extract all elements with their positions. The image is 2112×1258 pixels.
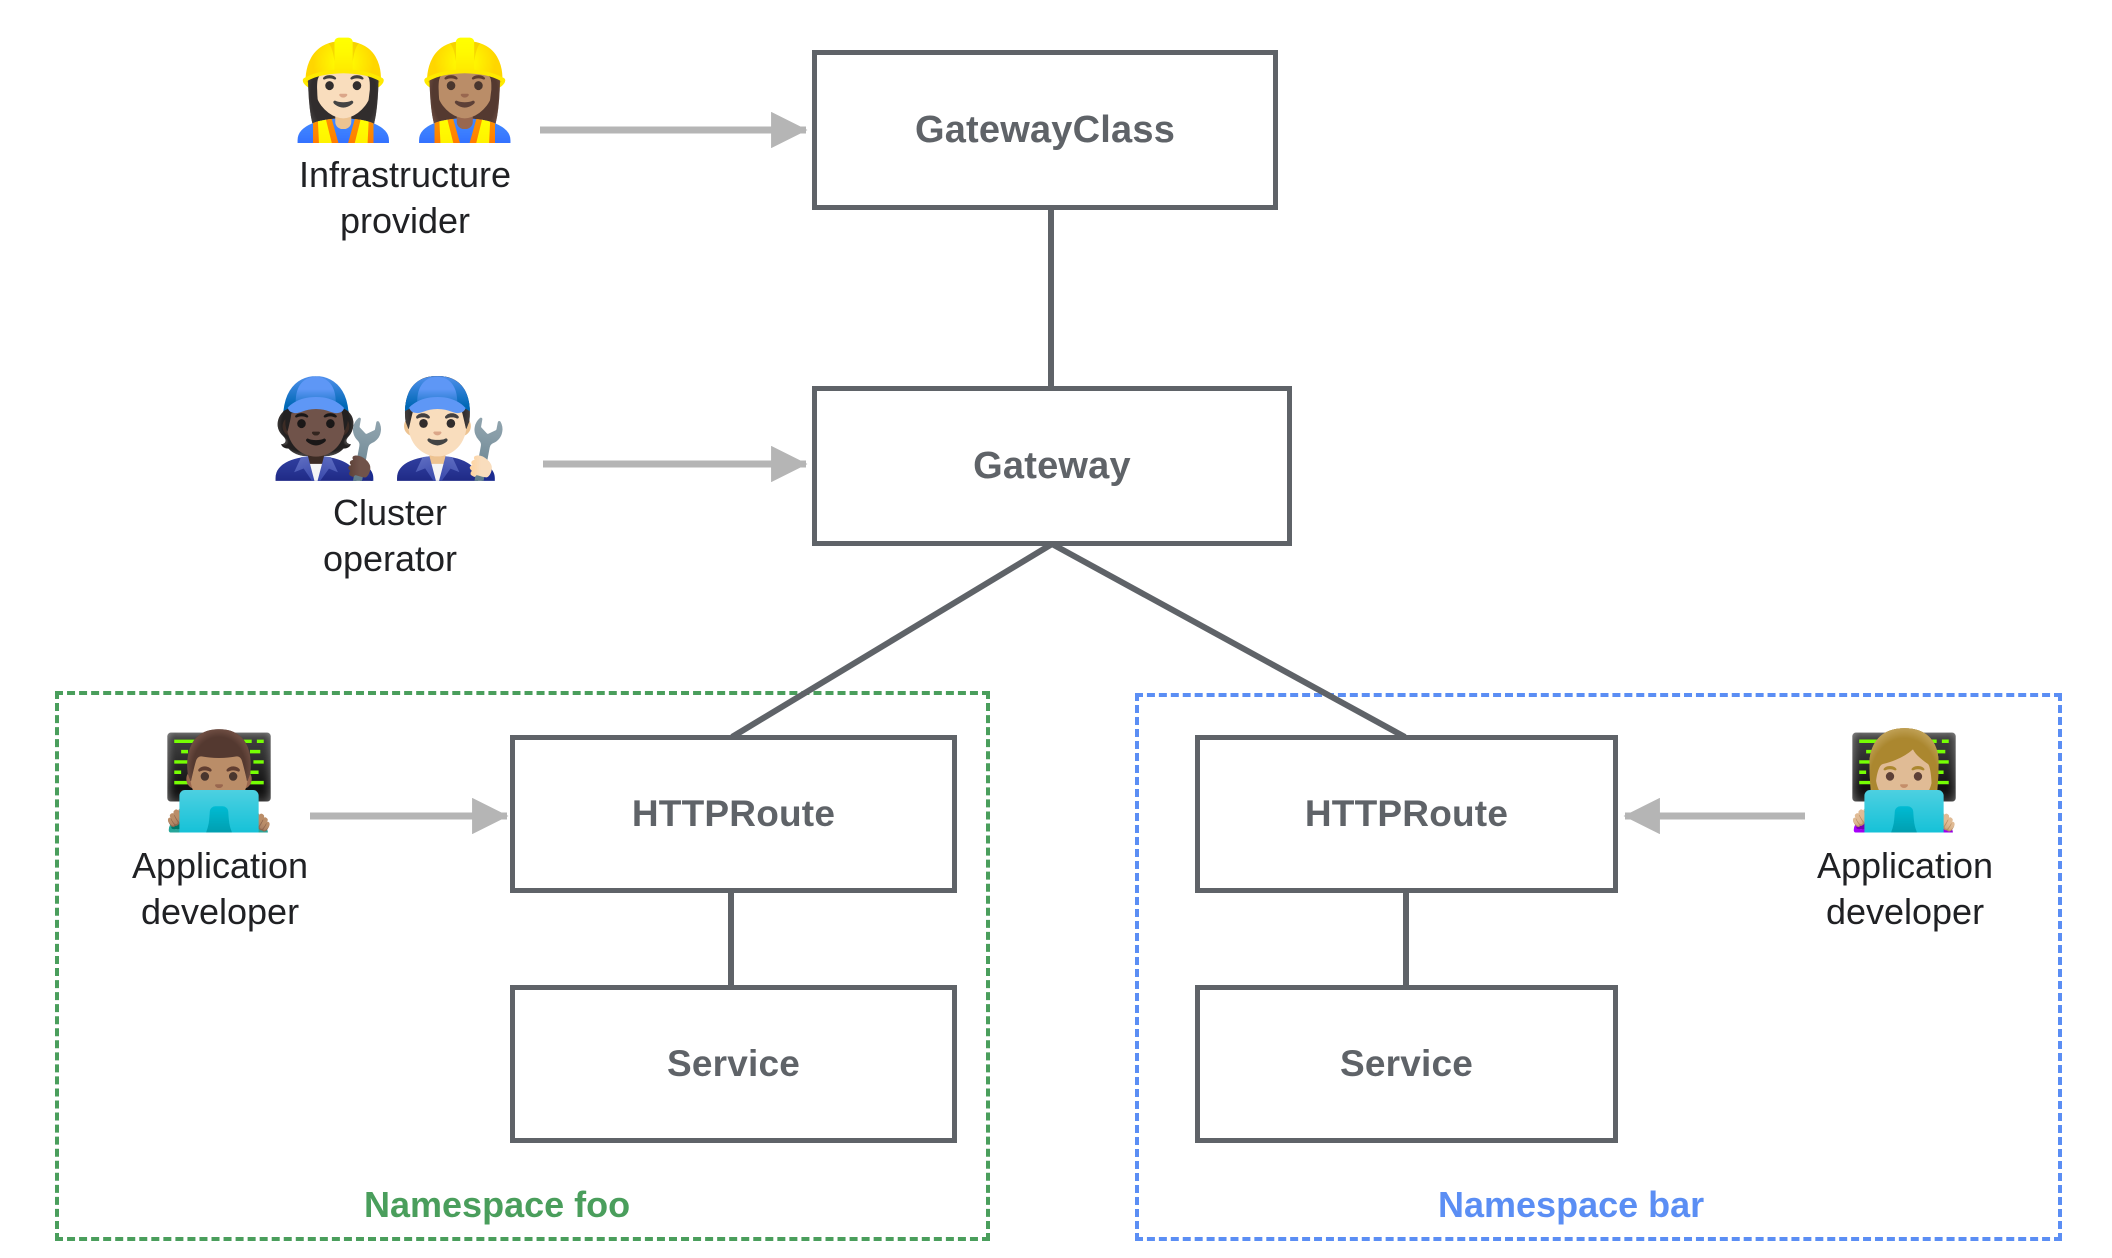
namespace-bar-frame [1135,693,2062,1241]
persona-app-developer-bar-label: Application developer [1816,845,1994,933]
namespace-bar-label: Namespace bar [1438,1184,1705,1225]
persona-infrastructure-provider-label: Infrastructure provider [298,154,512,242]
mechanic-icon: 🧑🏿‍🔧👨🏻‍🔧 [268,372,512,484]
construction-worker-icon: 👷🏻‍♀️👷🏽‍♀️ [283,34,527,146]
persona-app-developer-foo-label: Application developer [131,845,309,933]
man-technologist-icon: 👨🏽‍💻 [160,727,280,836]
node-gateway[interactable]: Gateway [812,386,1292,546]
node-httproute-bar[interactable]: HTTPRoute [1195,735,1618,893]
persona-infrastructure-provider: 👷🏻‍♀️👷🏽‍♀️ Infrastructure provider [280,42,530,244]
persona-app-developer-foo: 👨🏽‍💻 Application developer [105,735,335,935]
node-gatewayclass-label: GatewayClass [914,108,1176,151]
persona-app-developer-bar: 👩🏼‍💻 Application developer [1790,735,2020,935]
node-service-bar[interactable]: Service [1195,985,1618,1143]
namespace-foo-label: Namespace foo [364,1184,631,1225]
node-service-foo[interactable]: Service [510,985,957,1143]
persona-cluster-operator-label: Cluster operator [322,492,458,580]
persona-cluster-operator: 🧑🏿‍🔧👨🏻‍🔧 Cluster operator [265,380,515,582]
node-httproute-foo-label: HTTPRoute [631,793,836,834]
woman-technologist-icon: 👩🏼‍💻 [1845,727,1965,836]
namespace-foo-frame [55,691,990,1241]
node-service-foo-label: Service [666,1043,801,1084]
node-httproute-foo[interactable]: HTTPRoute [510,735,957,893]
node-gateway-label: Gateway [973,444,1131,487]
node-service-bar-label: Service [1339,1043,1474,1084]
node-httproute-bar-label: HTTPRoute [1304,793,1509,834]
node-gatewayclass[interactable]: GatewayClass [812,50,1278,210]
